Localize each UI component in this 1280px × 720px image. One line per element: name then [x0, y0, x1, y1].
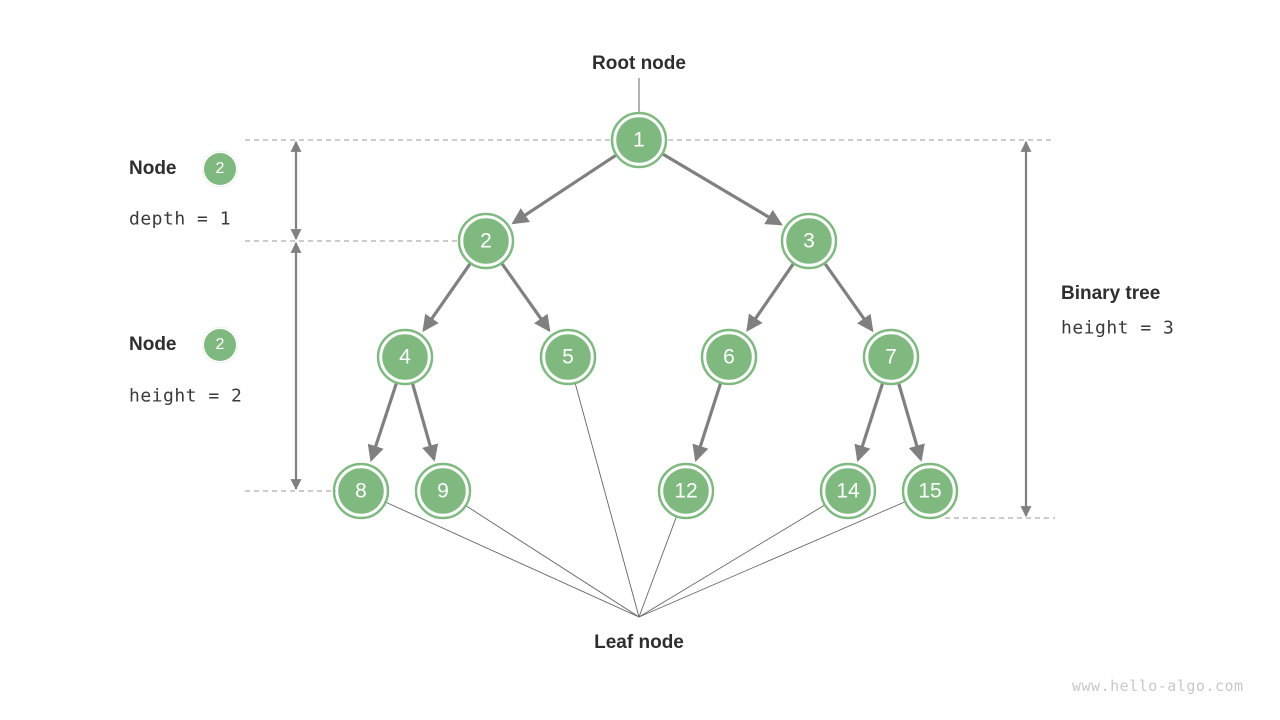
site-watermark: www.hello-algo.com	[1072, 677, 1244, 695]
tree-edges	[367, 152, 925, 463]
tree-edge	[854, 383, 884, 462]
tree-node	[862, 328, 920, 386]
node-height-annotation-badge-value: 2	[215, 335, 225, 353]
tree-node	[539, 328, 597, 386]
tree-edge	[692, 383, 722, 462]
leaf-leader-lines	[385, 382, 906, 618]
node-disc	[460, 215, 512, 267]
node-outer-ring	[539, 328, 597, 386]
node-outer-ring	[657, 462, 715, 520]
tree-node	[332, 462, 390, 520]
binary-tree-annotation-title: Binary tree	[1061, 283, 1161, 304]
node-disc	[703, 331, 755, 383]
node-disc	[660, 465, 712, 517]
tree-node	[457, 212, 515, 270]
node-outer-ring	[457, 212, 515, 270]
node-depth-annotation-badge-value: 2	[215, 159, 225, 177]
tree-node	[610, 111, 668, 169]
tree-node	[657, 462, 715, 520]
node-disc	[613, 114, 665, 166]
node-disc	[822, 465, 874, 517]
tree-edge	[746, 263, 795, 332]
dimension-arrows	[290, 140, 1032, 518]
leaf-leader-segment	[638, 501, 906, 618]
node-outer-ring	[819, 462, 877, 520]
leaf-node-label: Leaf node	[594, 632, 684, 653]
tree-nodes	[332, 111, 959, 520]
node-outer-ring	[332, 462, 390, 520]
tree-edge	[662, 152, 783, 226]
tree-node	[901, 462, 959, 520]
node-outer-ring	[610, 111, 668, 169]
tree-edge	[500, 262, 551, 333]
leaf-leader-segment	[385, 501, 640, 618]
node-disc	[335, 465, 387, 517]
node-outer-ring	[700, 328, 758, 386]
node-depth-annotation-badge: 2	[202, 151, 238, 187]
tree-node	[780, 212, 838, 270]
node-disc	[542, 331, 594, 383]
node-outer-ring	[414, 462, 472, 520]
node-disc	[417, 465, 469, 517]
node-height-annotation-detail: height = 2	[129, 385, 243, 407]
node-outer-ring	[780, 212, 838, 270]
node-height-annotation-badge: 2	[202, 327, 238, 363]
node-disc	[904, 465, 956, 517]
tree-edge	[511, 154, 617, 225]
tree-node	[819, 462, 877, 520]
tree-edge	[897, 383, 925, 462]
dashed-guide-lines	[245, 139, 1055, 519]
tree-node	[700, 328, 758, 386]
node-outer-ring	[376, 328, 434, 386]
tree-edge	[367, 383, 398, 463]
leaf-leader-segment	[638, 504, 826, 618]
tree-edge	[411, 383, 439, 462]
leaf-leader-segment	[638, 516, 677, 618]
node-outer-ring	[901, 462, 959, 520]
binary-tree-annotation-detail: height = 3	[1061, 317, 1175, 339]
node-depth-annotation-title: Node	[129, 158, 177, 179]
node-height-annotation-title: Node	[129, 334, 177, 355]
tree-edge	[823, 262, 874, 333]
node-disc	[379, 331, 431, 383]
leaf-leader-segment	[574, 382, 640, 618]
tree-node	[376, 328, 434, 386]
tree-edge	[422, 263, 472, 332]
node-outer-ring	[862, 328, 920, 386]
tree-node	[414, 462, 472, 520]
root-node-label: Root node	[592, 53, 686, 74]
node-depth-annotation-detail: depth = 1	[129, 208, 232, 230]
node-disc	[865, 331, 917, 383]
leaf-leader-segment	[465, 505, 640, 618]
node-disc	[783, 215, 835, 267]
